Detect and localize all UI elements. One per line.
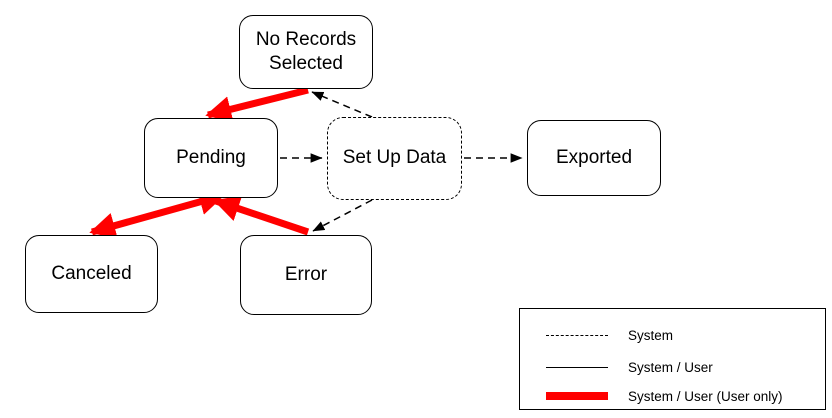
node-label-set-up-data: Set Up Data (342, 147, 447, 169)
legend-item-system-user: System / User (520, 354, 825, 380)
edge-no-records-to-pending (205, 86, 309, 123)
edge-set-up-data-to-no-records (311, 91, 373, 118)
solid-line-icon (546, 361, 608, 373)
dashed-line-icon (546, 329, 608, 341)
node-label-no-records-selected: No Records Selected (255, 28, 357, 74)
node-label-error: Error (284, 263, 328, 285)
edge-error-to-pending (213, 195, 310, 236)
node-exported[interactable]: Exported (527, 120, 661, 196)
thick-red-line-icon (546, 390, 608, 402)
node-label-canceled: Canceled (51, 262, 132, 284)
node-canceled[interactable]: Canceled (25, 235, 158, 313)
legend-item-system: System (520, 322, 825, 348)
node-label-exported: Exported (555, 146, 633, 168)
legend-box: System System / User System / User (User… (519, 308, 826, 410)
legend-label-system: System (628, 327, 674, 343)
legend-label-system-user-user-only: System / User (User only) (628, 388, 783, 404)
node-label-pending: Pending (176, 146, 246, 168)
legend-item-system-user-user-only: System / User (User only) (520, 383, 825, 409)
edge-set-up-data-to-error (312, 199, 373, 232)
legend-label-system-user: System / User (628, 359, 713, 375)
node-no-records-selected[interactable]: No Records Selected (239, 15, 373, 89)
node-error[interactable]: Error (240, 235, 372, 315)
node-pending[interactable]: Pending (144, 118, 278, 198)
edge-pending-canceled (89, 188, 226, 239)
node-set-up-data[interactable]: Set Up Data (327, 117, 462, 200)
